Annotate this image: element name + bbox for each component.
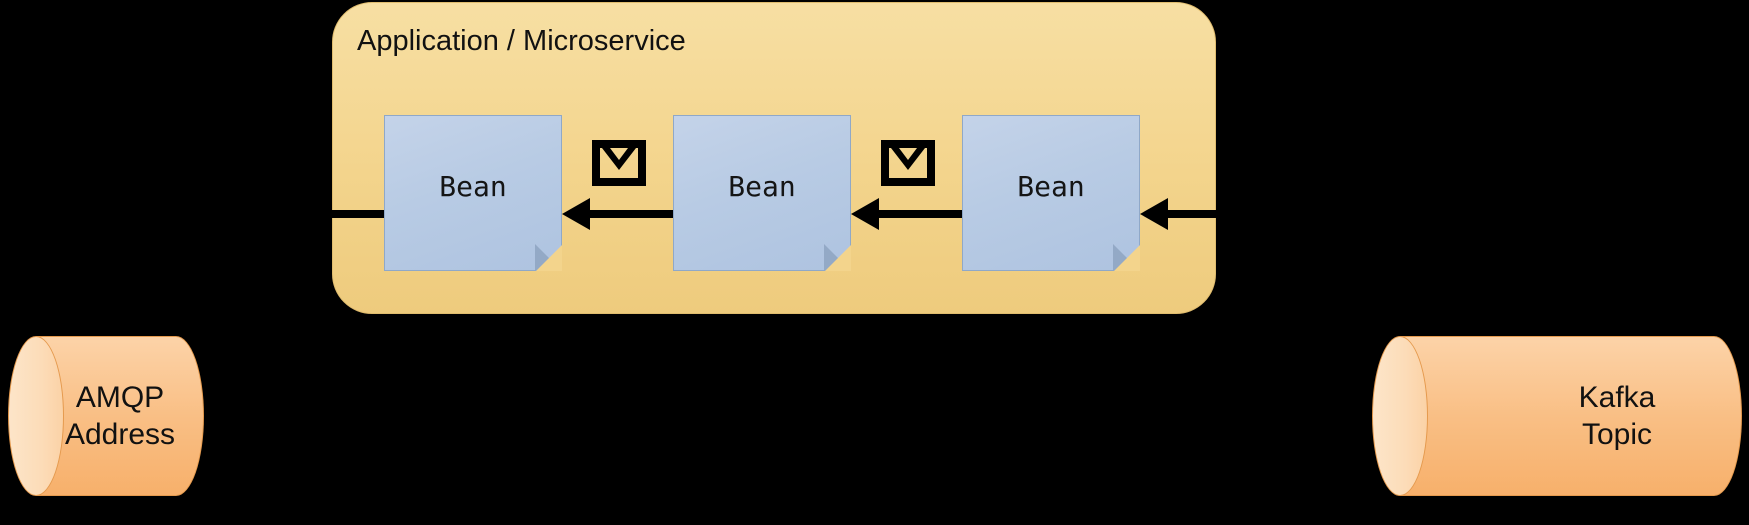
envelope-icon (592, 140, 646, 186)
cylinder-body (1400, 336, 1742, 496)
panel-title: Application / Microservice (357, 25, 686, 57)
connector-line-panel-left (332, 210, 388, 218)
bean-label: Bean (1017, 170, 1085, 203)
bean-box-1[interactable]: Bean (384, 115, 562, 271)
connector-line-bean2-to-bean1 (586, 210, 678, 218)
cylinder-cap (8, 336, 64, 496)
folded-corner (536, 245, 562, 271)
cylinder-body (36, 336, 204, 496)
envelope-icon (881, 140, 935, 186)
folded-corner (1114, 245, 1140, 271)
cylinder-cap (1372, 336, 1428, 496)
arrowhead-bean3-to-bean2 (851, 198, 879, 230)
amqp-address-cylinder[interactable]: AMQP Address (8, 336, 204, 496)
arrowhead-right-to-bean3 (1140, 198, 1168, 230)
kafka-topic-cylinder[interactable]: Kafka Topic (1372, 336, 1742, 496)
bean-box-2[interactable]: Bean (673, 115, 851, 271)
connector-line-right-to-bean3 (1164, 210, 1222, 218)
folded-corner (825, 245, 851, 271)
arrowhead-bean2-to-bean1 (562, 198, 590, 230)
bean-label: Bean (728, 170, 796, 203)
connector-line-bean3-to-bean2 (875, 210, 967, 218)
bean-box-3[interactable]: Bean (962, 115, 1140, 271)
bean-label: Bean (439, 170, 507, 203)
